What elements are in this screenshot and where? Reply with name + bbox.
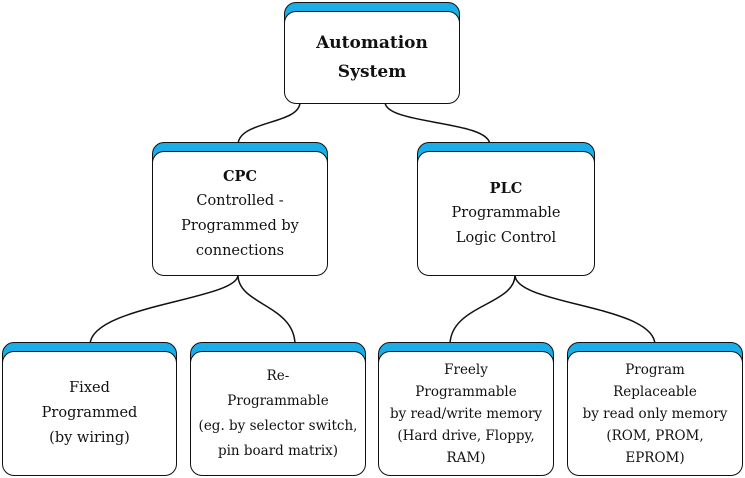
node-line: Program <box>625 361 685 378</box>
node-line: Programmed by <box>181 217 299 234</box>
node-fixed-programmed: Fixed Programmed (by wiring) <box>2 342 177 476</box>
node-card: Automation System <box>284 11 460 104</box>
node-line: connections <box>195 242 285 259</box>
connector-cpc-reprog <box>237 274 296 346</box>
node-automation-system: Automation System <box>284 2 460 104</box>
node-card: Program Replaceable by read only memory … <box>567 351 743 476</box>
node-card: Re- Programmable (eg. by selector switch… <box>190 351 366 476</box>
node-title-line: System <box>337 61 407 82</box>
connector-cpc-fixed <box>89 274 239 346</box>
connector-root-cpc <box>237 101 301 146</box>
node-line: (by wiring) <box>49 430 130 446</box>
node-title-line: Automation <box>316 32 428 53</box>
connector-plc-replace <box>514 274 656 346</box>
connector-plc-freely <box>449 274 516 346</box>
node-program-replaceable: Program Replaceable by read only memory … <box>567 342 743 476</box>
node-line: by read/write memory <box>389 405 543 422</box>
node-line: (Hard drive, Floppy, <box>397 427 535 444</box>
node-line: Freely <box>444 361 488 378</box>
node-line: (ROM, PROM, <box>606 427 704 444</box>
node-title: PLC <box>489 180 523 197</box>
node-freely-programmable: Freely Programmable by read/write memory… <box>378 342 554 476</box>
node-title: CPC <box>223 167 257 185</box>
node-line: Programmable <box>227 392 329 409</box>
node-line: Programmable <box>415 383 517 400</box>
node-line: pin board matrix) <box>217 442 339 459</box>
node-cpc: CPC Controlled - Programmed by connectio… <box>152 142 328 276</box>
node-plc: PLC Programmable Logic Control <box>417 142 595 276</box>
node-line: by read only memory <box>582 405 728 422</box>
node-line: (eg. by selector switch, <box>198 417 358 434</box>
node-line: Replaceable <box>613 383 697 400</box>
node-line: Programmable <box>451 205 561 221</box>
connector-root-plc <box>384 101 491 146</box>
node-card: PLC Programmable Logic Control <box>417 151 595 276</box>
node-line: Programmed <box>41 405 138 421</box>
node-line: Controlled - <box>196 192 284 209</box>
node-card: Fixed Programmed (by wiring) <box>2 351 177 476</box>
node-card: Freely Programmable by read/write memory… <box>378 351 554 476</box>
node-line: Logic Control <box>455 230 557 246</box>
node-line: EPROM) <box>625 449 685 466</box>
node-re-programmable: Re- Programmable (eg. by selector switch… <box>190 342 366 476</box>
node-line: Re- <box>266 367 290 384</box>
node-card: CPC Controlled - Programmed by connectio… <box>152 151 328 276</box>
node-line: Fixed <box>69 380 110 396</box>
node-line: RAM) <box>446 449 486 466</box>
